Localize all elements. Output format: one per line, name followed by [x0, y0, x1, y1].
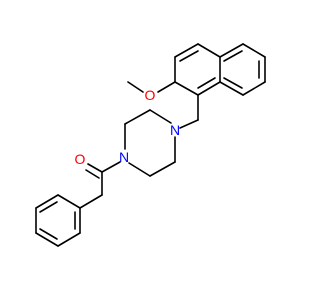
atom-labels: O N N O — [75, 87, 181, 167]
bond — [57, 194, 81, 209]
bond — [79, 194, 103, 209]
carbonyl-oxygen-label: O — [75, 151, 86, 167]
bond — [157, 81, 176, 93]
carbonyl-double-bond — [85, 169, 100, 179]
bond — [128, 162, 151, 177]
piperazine-ring — [124, 109, 176, 177]
bond — [127, 81, 144, 93]
bond — [35, 194, 59, 209]
methoxy-oxygen-label: O — [145, 87, 156, 103]
bond — [149, 161, 176, 177]
phenyl-ring — [35, 194, 81, 247]
bond — [39, 228, 58, 240]
bond — [39, 201, 58, 213]
bond — [197, 81, 221, 96]
molecule-structure-diagram: O N N O — [35, 43, 266, 247]
bond — [124, 109, 151, 125]
methoxy-group — [127, 81, 176, 93]
bond — [242, 43, 266, 58]
naphthalene-ring — [174, 43, 266, 96]
piperazine-nitrogen-1-label: N — [119, 149, 129, 165]
bond — [223, 77, 243, 89]
bond — [35, 232, 59, 247]
bond — [179, 50, 199, 62]
bond — [223, 50, 243, 62]
bond — [149, 109, 172, 124]
bond — [174, 81, 199, 96]
bond — [197, 43, 221, 58]
methylene-linker-bond — [179, 119, 199, 129]
bond — [57, 232, 81, 247]
bond — [174, 43, 199, 58]
phenylacetyl-group — [79, 161, 121, 209]
bond — [219, 43, 244, 58]
bond — [219, 81, 244, 96]
carbonyl-double-bond — [87, 163, 103, 173]
bond — [197, 77, 216, 89]
bond — [101, 161, 121, 173]
piperazine-nitrogen-4-label: N — [170, 122, 180, 138]
bond — [242, 81, 266, 96]
